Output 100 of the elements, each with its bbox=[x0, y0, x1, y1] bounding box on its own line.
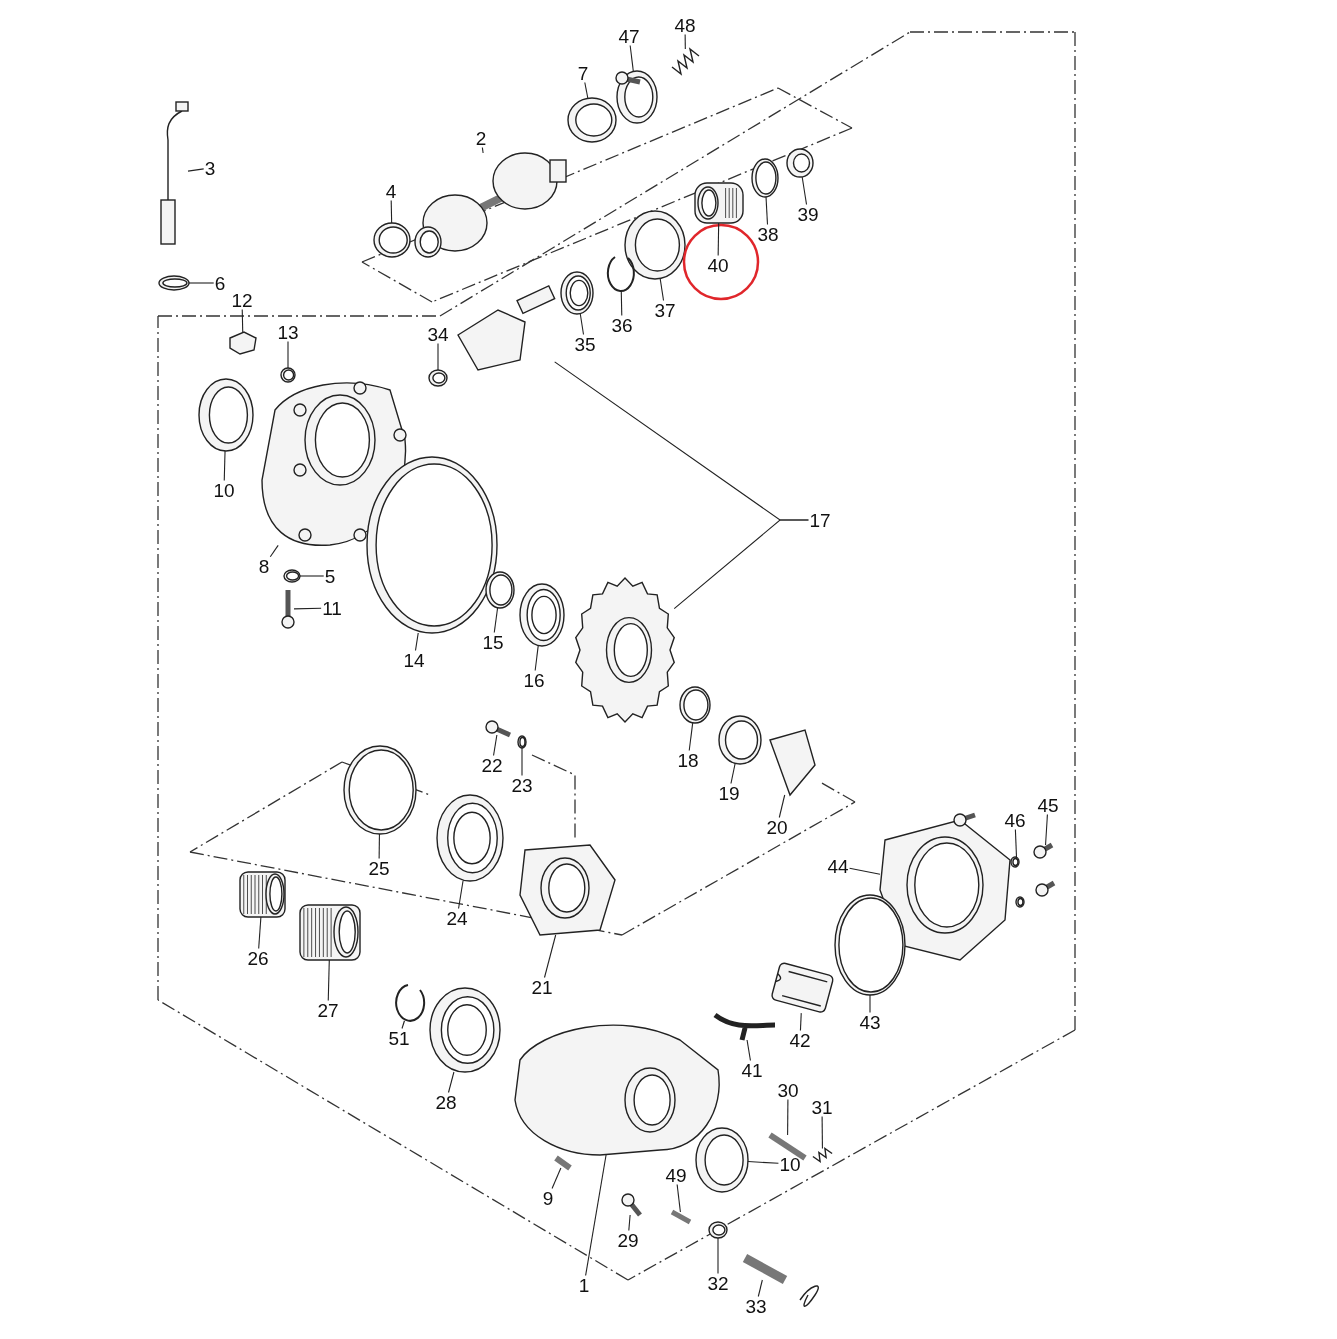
ring-drawing bbox=[679, 686, 711, 724]
callout-number: 33 bbox=[744, 1296, 768, 1316]
callout-number: 30 bbox=[776, 1080, 800, 1100]
leader-line bbox=[521, 747, 523, 777]
circlip-drawing bbox=[606, 256, 635, 293]
bevel-gear-drawing bbox=[769, 729, 816, 797]
callout-number: 36 bbox=[610, 315, 634, 335]
bearing-drawing bbox=[429, 987, 501, 1073]
leader-line bbox=[188, 282, 215, 284]
leader-line bbox=[327, 959, 330, 1002]
callout-number: 51 bbox=[387, 1028, 411, 1048]
seal-drawing bbox=[695, 1127, 749, 1193]
callout-number: 8 bbox=[257, 556, 271, 576]
callout-number: 10 bbox=[778, 1154, 802, 1174]
bolt-drawing bbox=[281, 590, 295, 629]
callout-number: 2 bbox=[474, 128, 488, 148]
circlip-drawing bbox=[395, 984, 426, 1022]
callout-number: 40 bbox=[706, 255, 730, 275]
callout-number: 37 bbox=[653, 300, 677, 320]
bolt-drawing bbox=[485, 720, 511, 738]
leader-line bbox=[1045, 813, 1048, 846]
callout-number: 3 bbox=[203, 158, 217, 178]
leader-line bbox=[730, 763, 736, 785]
leader-line bbox=[1014, 828, 1018, 858]
callout-number: 18 bbox=[676, 750, 700, 770]
needle-bearing-drawing bbox=[239, 871, 286, 918]
leader-line bbox=[543, 934, 557, 979]
callout-number: 48 bbox=[673, 15, 697, 35]
leader-line bbox=[390, 199, 393, 224]
leader-line bbox=[747, 1161, 779, 1164]
bearing-drawing bbox=[519, 583, 565, 647]
ring-drawing bbox=[343, 745, 417, 835]
leader-line bbox=[746, 1039, 751, 1062]
callout-number: 6 bbox=[213, 273, 227, 293]
bearing-drawing bbox=[560, 271, 594, 315]
leader-line bbox=[676, 1183, 681, 1213]
o-ring-drawing bbox=[283, 569, 301, 583]
leader-line bbox=[458, 880, 464, 910]
leader-line bbox=[765, 196, 769, 226]
leader-line bbox=[287, 340, 289, 369]
leader-line bbox=[717, 1237, 719, 1275]
callout-number: 14 bbox=[402, 650, 426, 670]
leader-line bbox=[629, 44, 634, 72]
bolt-drawing bbox=[621, 1193, 642, 1217]
callout-number: 29 bbox=[616, 1230, 640, 1250]
leader-line bbox=[869, 994, 871, 1014]
o-ring-drawing bbox=[834, 894, 906, 996]
callout-number: 21 bbox=[530, 977, 554, 997]
callout-number: 5 bbox=[323, 566, 337, 586]
callout-number: 42 bbox=[788, 1030, 812, 1050]
leader-line bbox=[579, 313, 585, 336]
leader-line bbox=[787, 1098, 789, 1136]
sleeve-drawing bbox=[567, 97, 617, 143]
leader-line bbox=[299, 575, 325, 577]
callout-number: 38 bbox=[756, 224, 780, 244]
clamp-ring-drawing bbox=[615, 70, 658, 124]
bracket-drawing bbox=[712, 1012, 778, 1043]
callout-number: 43 bbox=[858, 1012, 882, 1032]
callout-number: 34 bbox=[426, 324, 450, 344]
callout-number: 16 bbox=[522, 670, 546, 690]
leader-line bbox=[493, 734, 498, 757]
nut-drawing bbox=[786, 148, 814, 178]
leader-line bbox=[659, 278, 665, 302]
callout-number: 47 bbox=[617, 26, 641, 46]
callout-number: 10 bbox=[212, 480, 236, 500]
callout-number: 11 bbox=[321, 598, 343, 618]
shim-drawing bbox=[718, 715, 762, 765]
leader-line bbox=[620, 290, 623, 317]
leader-line bbox=[414, 632, 419, 652]
callout-number: 12 bbox=[230, 290, 254, 310]
leader-line bbox=[378, 833, 380, 860]
callout-number: 31 bbox=[810, 1097, 834, 1117]
drive-shaft-drawing bbox=[414, 152, 567, 258]
leader-line bbox=[241, 308, 244, 333]
pin-drawing bbox=[670, 1209, 692, 1225]
o-ring-drawing bbox=[517, 735, 527, 749]
callout-number: 17 bbox=[808, 510, 832, 530]
leader-line bbox=[401, 1020, 406, 1030]
clamp-drawing bbox=[708, 1221, 728, 1239]
leader-line bbox=[551, 1167, 562, 1190]
leader-line bbox=[481, 146, 484, 154]
callout-number: 39 bbox=[796, 204, 820, 224]
leader-line bbox=[493, 607, 499, 634]
dowel-pin-drawing bbox=[554, 1155, 572, 1171]
bolt-drawing bbox=[1033, 842, 1056, 897]
callout-number: 13 bbox=[276, 322, 300, 342]
differential-case-drawing bbox=[519, 844, 616, 936]
leader-line bbox=[258, 916, 262, 950]
callout-number: 27 bbox=[316, 1000, 340, 1020]
callout-number: 23 bbox=[510, 775, 534, 795]
leader-line bbox=[801, 176, 808, 206]
callout-number: 1 bbox=[577, 1275, 591, 1295]
callout-number: 25 bbox=[367, 858, 391, 878]
splined-sleeve-drawing bbox=[299, 904, 361, 961]
leader-line bbox=[534, 645, 539, 672]
callout-number: 45 bbox=[1036, 795, 1060, 815]
leader-line bbox=[688, 722, 694, 752]
leader-line bbox=[849, 867, 881, 875]
seal-drawing bbox=[198, 378, 254, 452]
callout-number: 49 bbox=[664, 1165, 688, 1185]
